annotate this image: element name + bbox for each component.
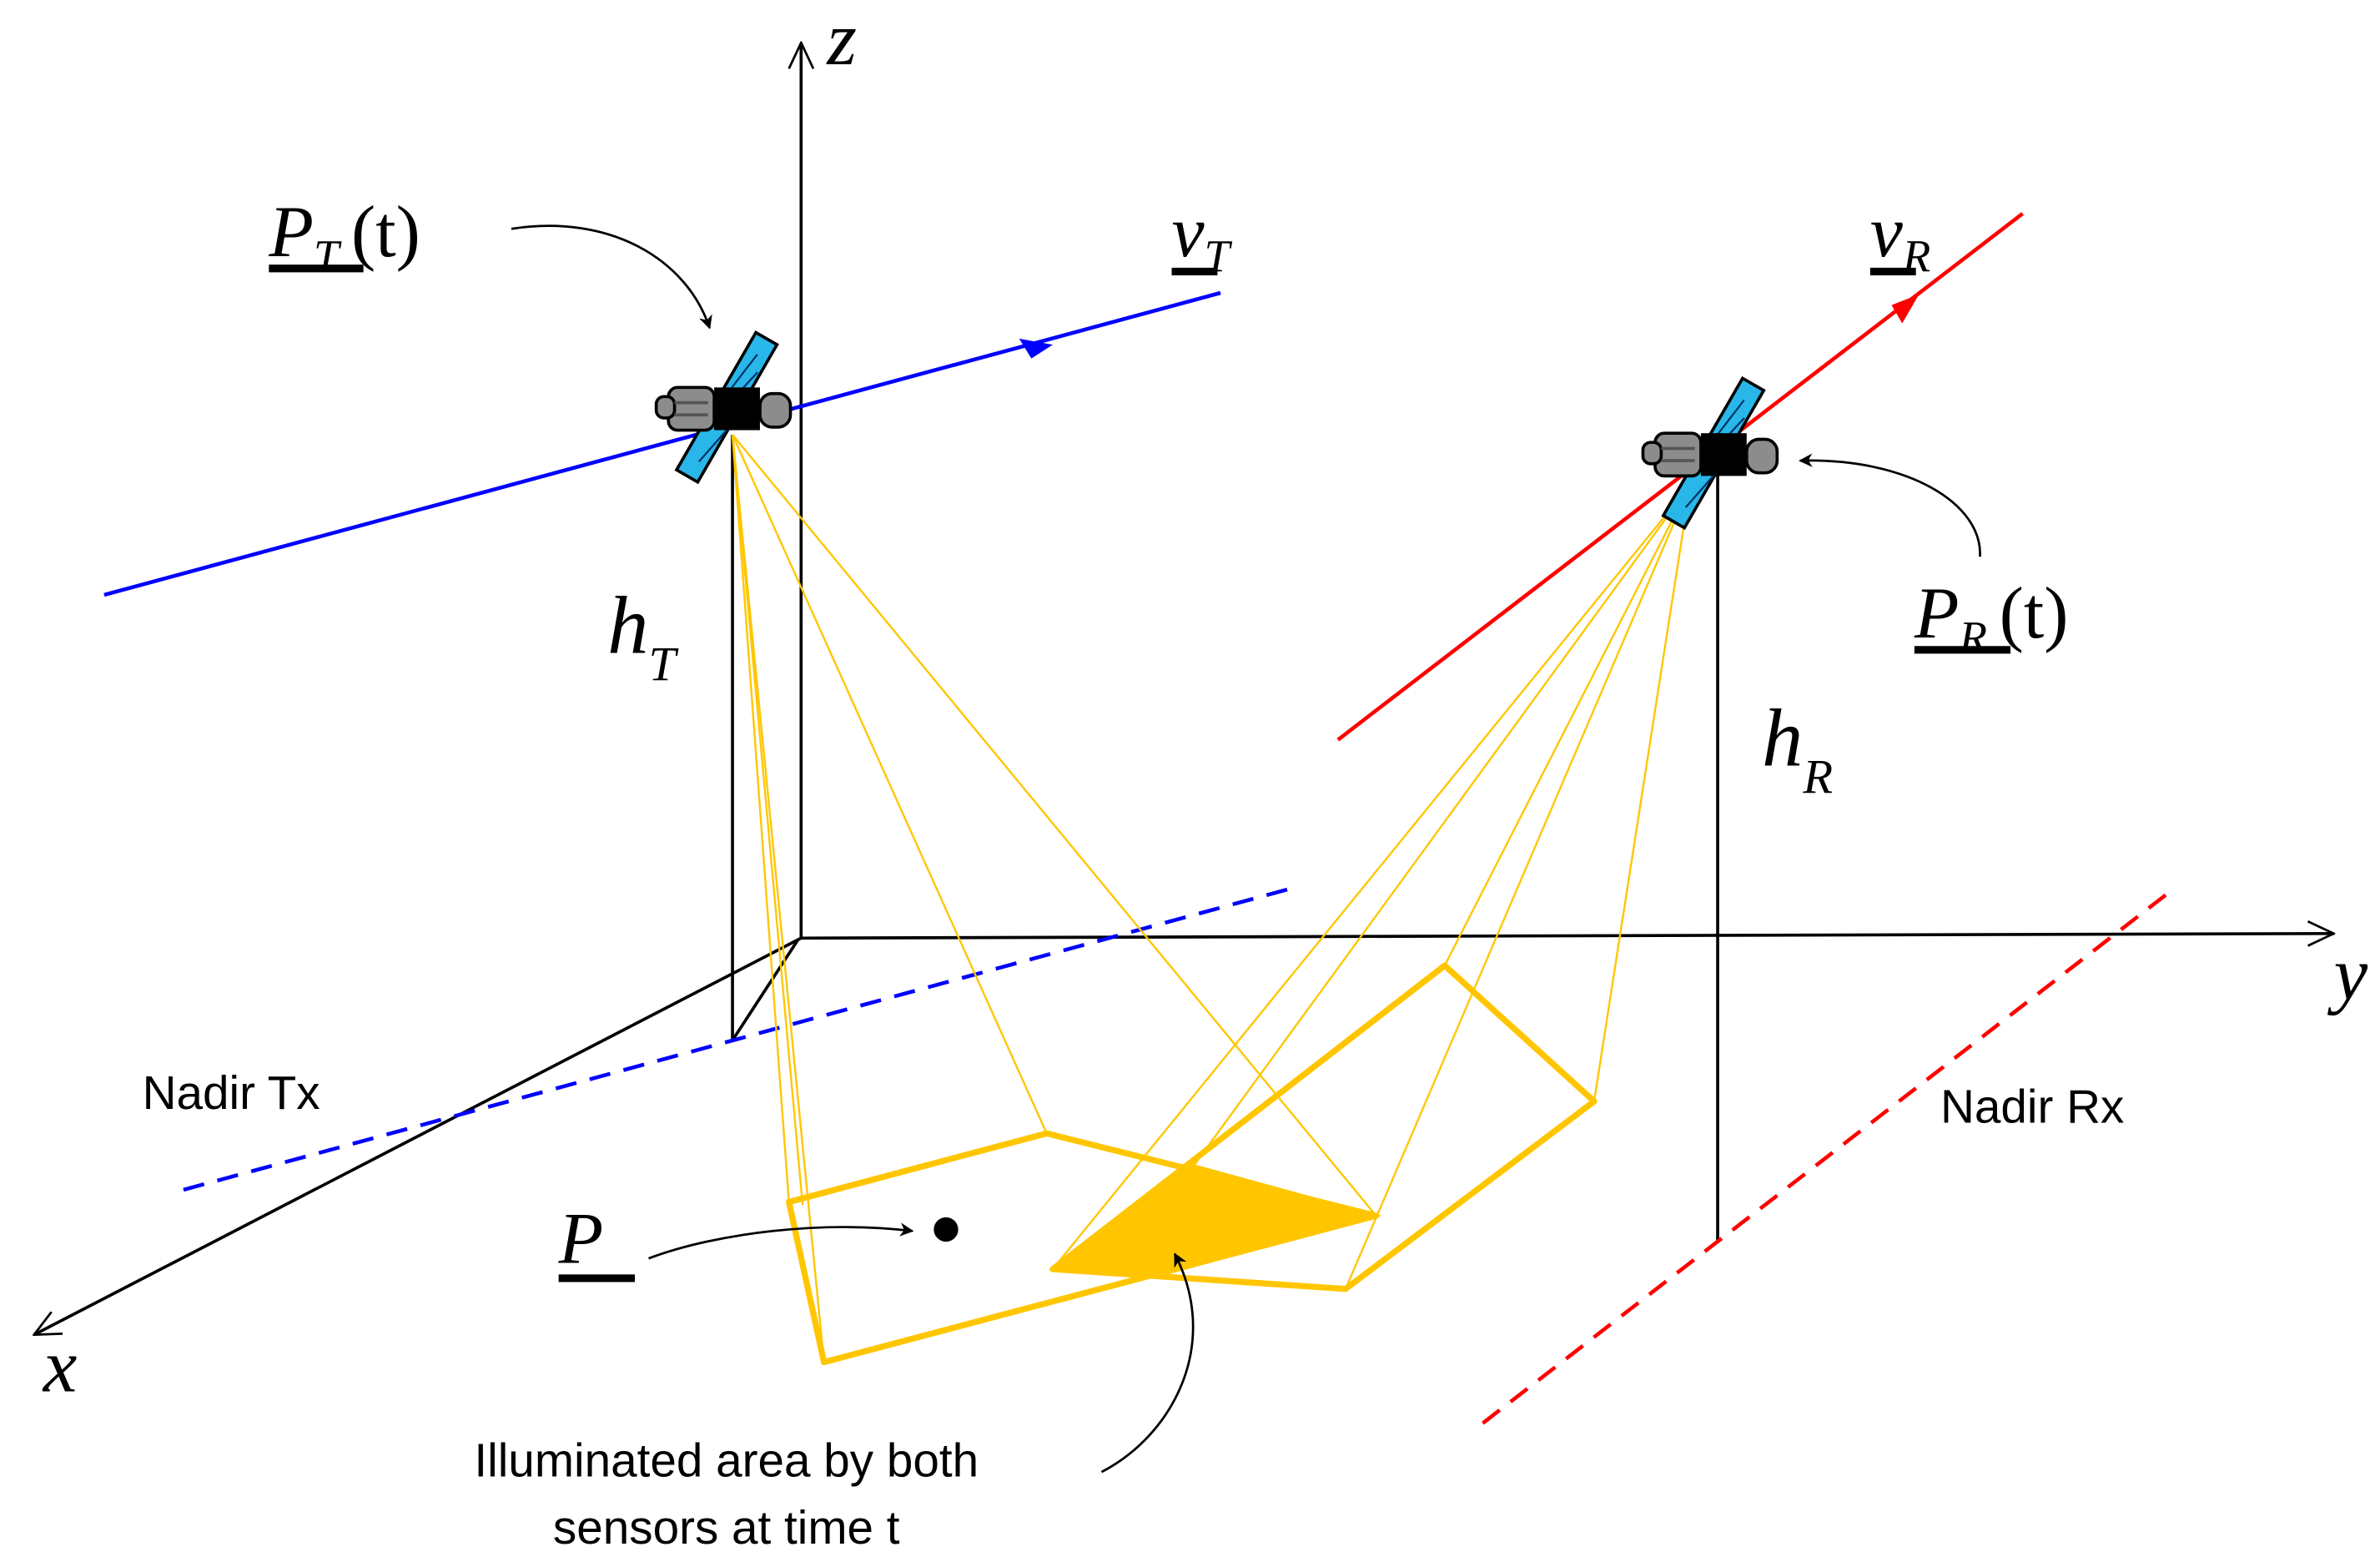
- receiver-position-label: PR(t): [1914, 572, 2069, 663]
- receiver-footprint: [1049, 962, 1598, 1292]
- point-callout: [648, 1222, 914, 1260]
- overlap-caption-line1: Illuminated area by both: [474, 1435, 979, 1488]
- transmitter-track: [103, 290, 1221, 597]
- svg-text:hT: hT: [607, 580, 678, 691]
- svg-text:P: P: [558, 1198, 604, 1279]
- receiver-satellite: [1641, 375, 1779, 531]
- overlap-callout: [1100, 1252, 1195, 1474]
- nadir-rx-label: Nadir Rx: [1940, 1081, 2124, 1134]
- x-axis-label: x: [42, 1323, 78, 1408]
- satellite-icon: [654, 330, 792, 485]
- receiver-height-label: hR: [1762, 693, 1833, 804]
- svg-text:PT(t): PT(t): [268, 191, 420, 281]
- overlap-caption-line2: sensors at time t: [553, 1502, 900, 1554]
- nadir-track-tx: [183, 885, 1295, 1192]
- transmitter-height-lines: [731, 435, 800, 1041]
- transmitter-satellite: [654, 330, 792, 485]
- transmitter-height-label: hT: [607, 580, 678, 691]
- nadir-track-rx: [1482, 890, 2171, 1425]
- receiver-position-callout: [1799, 453, 1981, 557]
- transmitter-velocity-label: vT: [1171, 191, 1233, 281]
- transmitter-position-label: PT(t): [268, 191, 420, 281]
- satellite-icon: [1641, 375, 1779, 531]
- transmitter-beam-lines: [731, 434, 1377, 1363]
- y-axis-label: y: [2327, 931, 2368, 1015]
- z-axis-label: z: [825, 0, 857, 81]
- y-axis: [801, 934, 2333, 938]
- svg-text:hR: hR: [1762, 693, 1833, 804]
- point-marker-icon: [933, 1217, 959, 1242]
- transmitter-velocity-arrowhead: [1019, 338, 1053, 359]
- overlap-illuminated-area: [1049, 1161, 1382, 1277]
- transmitter-position-callout: [511, 224, 712, 330]
- receiver-beam-lines: [1052, 484, 1692, 1290]
- point-label: P: [558, 1198, 636, 1282]
- svg-text:PR(t): PR(t): [1914, 572, 2069, 663]
- x-axis: [34, 936, 803, 1337]
- receiver-velocity-label: vR: [1869, 191, 1930, 281]
- svg-text:vT: vT: [1172, 191, 1233, 281]
- nadir-tx-label: Nadir Tx: [143, 1067, 320, 1120]
- receiver-velocity-arrowhead: [1891, 294, 1920, 324]
- coordinate-axes: [34, 43, 2334, 1337]
